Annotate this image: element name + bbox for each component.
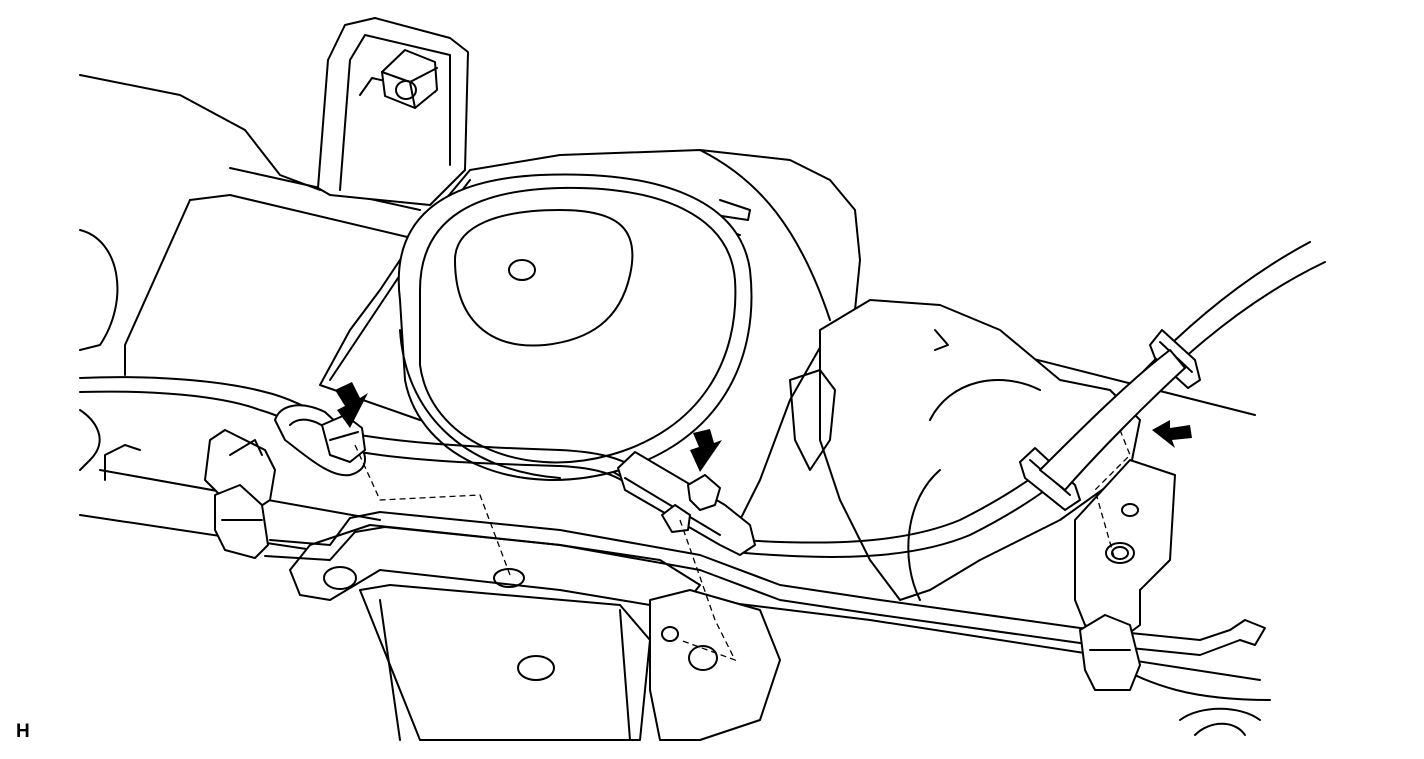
lower-spring-bracket xyxy=(289,524,781,741)
callout-arrows xyxy=(335,382,1192,472)
harness-sleeve-right xyxy=(1039,349,1186,491)
bump-stopper xyxy=(454,209,634,347)
left-tube-clamp xyxy=(204,429,276,559)
leader-lines xyxy=(354,429,1131,662)
right-side-bracket xyxy=(1074,459,1176,691)
arrow-icon xyxy=(1152,420,1192,448)
harness-protector-middle xyxy=(617,451,756,556)
upper-mounting-bracket xyxy=(317,17,469,206)
arrow-icon xyxy=(690,429,722,472)
axle-housing xyxy=(789,299,1141,601)
figure-code-label: H xyxy=(16,721,30,742)
arrow-icon xyxy=(335,382,368,428)
nut xyxy=(381,49,438,109)
harness-grommet-left xyxy=(274,404,366,477)
